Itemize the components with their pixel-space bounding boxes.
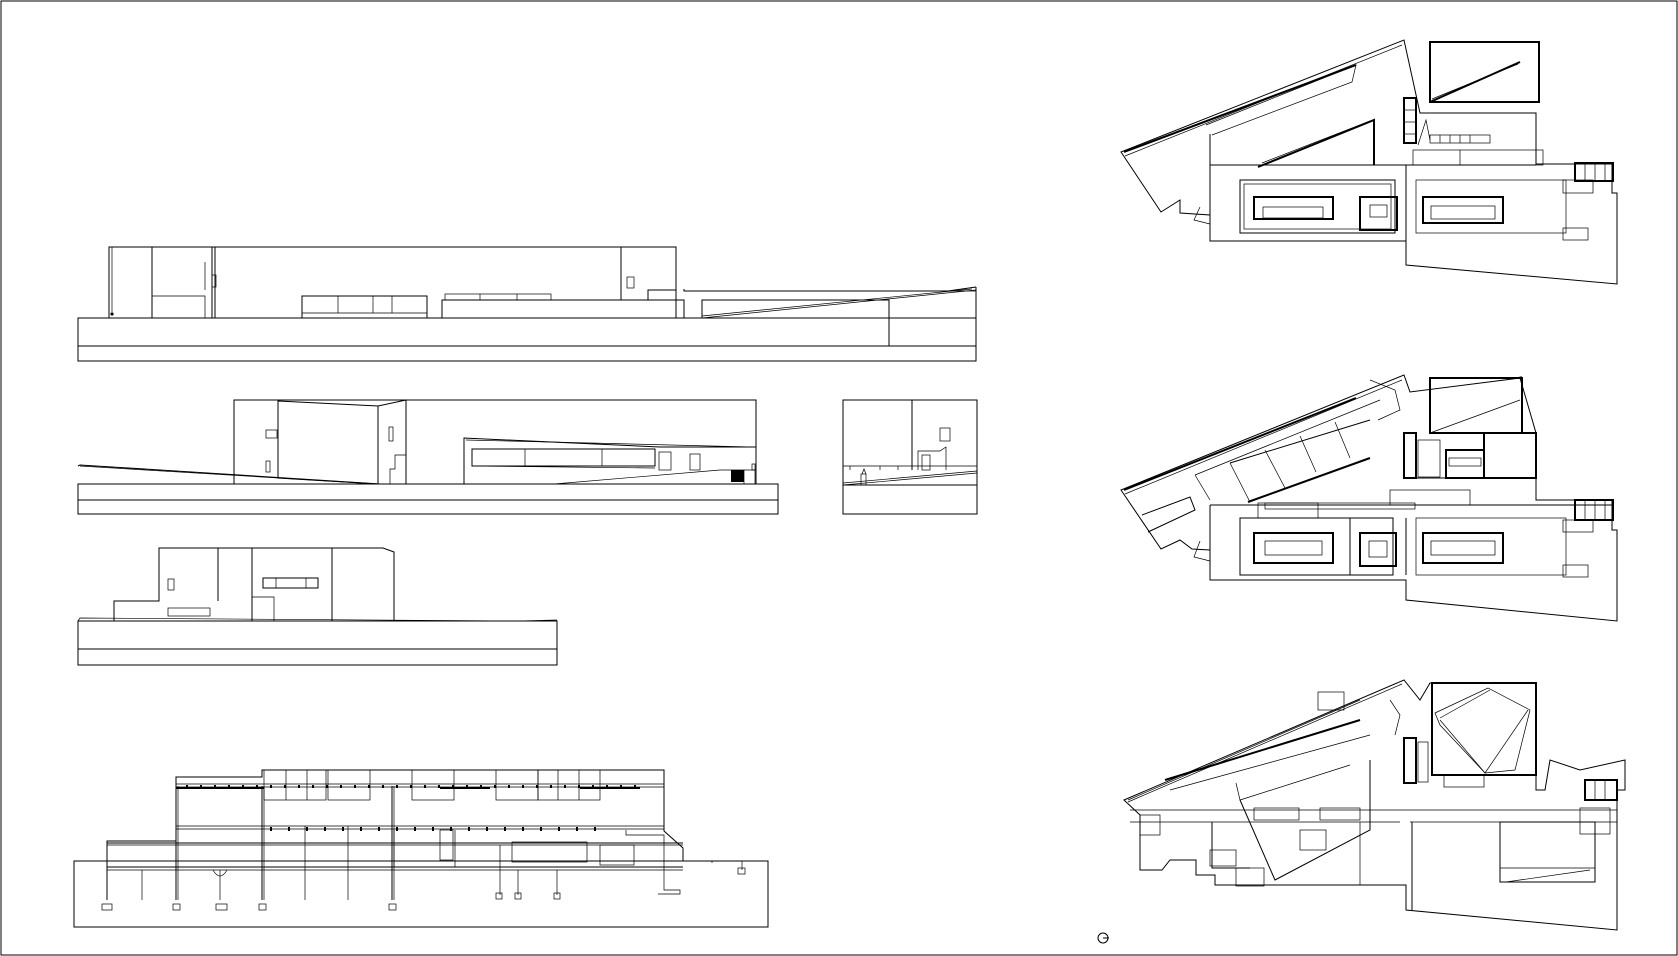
north-arrow-icon <box>1097 932 1109 944</box>
section-joist-mark <box>270 785 272 788</box>
section-joist-mark <box>468 827 470 831</box>
plan-lower <box>1123 679 1626 931</box>
section-joist-mark <box>340 785 342 788</box>
section-joist-mark <box>324 827 326 831</box>
plan-middle <box>1120 374 1618 622</box>
section-joist-mark <box>606 785 608 788</box>
section-joist-mark <box>200 785 202 788</box>
section-joist-mark <box>306 827 308 831</box>
section-joist-mark <box>432 827 434 831</box>
section-1 <box>73 769 769 928</box>
section-joist-mark <box>522 785 524 788</box>
section-joist-mark <box>342 827 344 831</box>
section-joist-mark <box>424 785 426 788</box>
section-joist-mark <box>368 785 370 788</box>
section-joist-mark <box>228 785 230 788</box>
section-joist-mark <box>284 785 286 788</box>
section-joist-mark <box>354 785 356 788</box>
section-joist-mark <box>564 785 566 788</box>
section-joist-mark <box>410 785 412 788</box>
section-joist-mark <box>522 827 524 831</box>
plan-upper <box>1120 39 1618 285</box>
section-joist-mark <box>592 785 594 788</box>
section-joist-mark <box>186 785 188 788</box>
section-joist-mark <box>536 785 538 788</box>
section-joist-mark <box>382 785 384 788</box>
section-joist-mark <box>360 827 362 831</box>
section-joist-mark <box>576 827 578 831</box>
section-joist-mark <box>550 785 552 788</box>
section-joist-mark <box>298 785 300 788</box>
section-joist-mark <box>480 785 482 788</box>
section-joist-mark <box>312 785 314 788</box>
section-joist-mark <box>256 785 258 788</box>
section-joist-mark <box>540 827 542 831</box>
section-joist-mark <box>214 785 216 788</box>
section-joist-mark <box>558 827 560 831</box>
section-joist-mark <box>578 785 580 788</box>
elevation-4 <box>77 547 558 666</box>
section-joist-mark <box>378 827 380 831</box>
section-joist-mark <box>594 827 596 831</box>
section-joist-mark <box>270 827 272 831</box>
section-joist-mark <box>242 785 244 788</box>
section-joist-mark <box>466 785 468 788</box>
section-joist-mark <box>620 785 622 788</box>
elevation-3 <box>842 399 978 515</box>
section-joist-mark <box>634 785 636 788</box>
section-joist-mark <box>396 785 398 788</box>
section-joist-mark <box>508 785 510 788</box>
section-joist-mark <box>326 785 328 788</box>
section-joist-mark <box>414 827 416 831</box>
section-joist-mark <box>486 827 488 831</box>
elevation-2 <box>77 399 779 515</box>
section-joist-mark <box>396 827 398 831</box>
elevation-1 <box>77 246 977 362</box>
section-joist-mark <box>438 785 440 788</box>
section-joist-mark <box>494 785 496 788</box>
section-joist-mark <box>452 785 454 788</box>
section-joist-mark <box>288 827 290 831</box>
section-joist-mark <box>504 827 506 831</box>
section-joist-mark <box>450 827 452 831</box>
